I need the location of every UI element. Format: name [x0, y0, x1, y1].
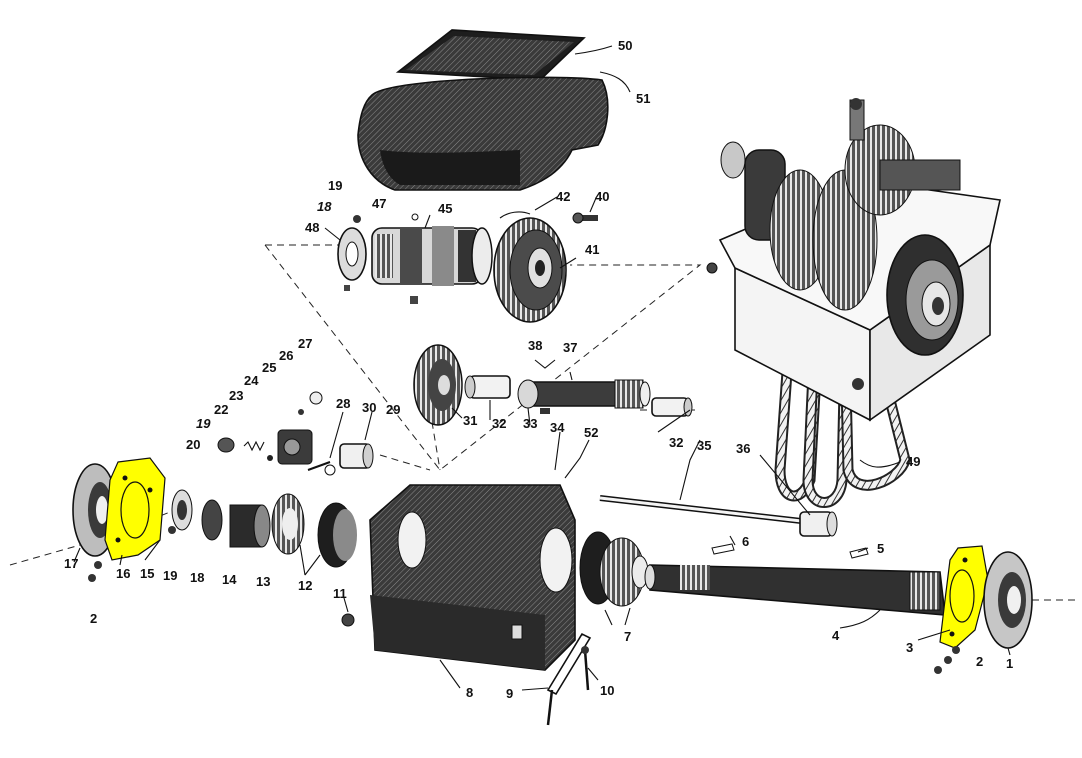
part-number-label: 36 [736, 441, 750, 456]
part-number-label: 19 [328, 178, 342, 193]
part-number-label: 31 [463, 413, 477, 428]
part-number-label: 41 [585, 242, 599, 257]
top-cover [357, 76, 609, 191]
part-number-label: 25 [262, 360, 276, 375]
shaft-35 [599, 495, 838, 537]
sleeve-29 [339, 443, 374, 469]
part-number-label: 50 [618, 38, 632, 53]
part-number-label: 51 [636, 91, 650, 106]
part-number-label: 14 [222, 572, 237, 587]
part-number-label: 17 [64, 556, 78, 571]
bearing-cap-1 [983, 551, 1033, 649]
part-number-label: 3 [906, 640, 913, 655]
small-parts-mid [534, 359, 573, 414]
part-number-label: 29 [386, 402, 400, 417]
bearing-7 [579, 531, 649, 607]
part-number-label: 18 [190, 570, 204, 585]
part-number-label: 12 [298, 578, 312, 593]
part-number-label: 40 [595, 189, 609, 204]
gear-31 [413, 344, 463, 426]
part-number-label: 22 [214, 402, 228, 417]
gear-41 [493, 217, 567, 323]
part-number-label: 13 [256, 574, 270, 589]
spacer-32-left [464, 375, 511, 399]
part-number-label: 48 [305, 220, 319, 235]
part-number-label: 11 [333, 586, 347, 601]
shifter-parts [217, 391, 336, 476]
part-number-label: 52 [584, 425, 598, 440]
part-number-label: 27 [298, 336, 312, 351]
part-number-label: 47 [372, 196, 386, 211]
part-number-label: 18 [317, 199, 332, 214]
part-number-label: 5 [877, 541, 884, 556]
part-number-label: 45 [438, 201, 452, 216]
plate-48 [337, 227, 367, 281]
part-number-label: 49 [906, 454, 920, 469]
part-number-label: 23 [229, 388, 243, 403]
gasket-3-highlighted [939, 545, 989, 649]
leader-lines [73, 45, 1011, 691]
part-number-label: 20 [186, 437, 200, 452]
part-number-label: 2 [976, 654, 983, 669]
part-number-label: 1 [1006, 656, 1013, 671]
part-number-label: 7 [624, 629, 631, 644]
part-number-label: 42 [556, 189, 570, 204]
part-number-label: 24 [244, 373, 259, 388]
part-number-label: 32 [492, 416, 506, 431]
strap-9-bolt-10 [546, 632, 592, 726]
part-number-label: 19 [196, 416, 211, 431]
keys-5-6 [711, 543, 869, 559]
gasket-16-highlighted [104, 457, 166, 561]
assembled-transmission [706, 98, 1001, 508]
main-case [341, 484, 576, 671]
part-number-label: 32 [669, 435, 683, 450]
part-number-label: 15 [140, 566, 154, 581]
shaft-33 [517, 379, 651, 409]
part-number-label: 9 [506, 686, 513, 701]
mainshaft-4 [644, 564, 946, 616]
part-number-label: 33 [523, 416, 537, 431]
top-cover-gasket [395, 29, 586, 81]
spacer-32-right [651, 397, 693, 417]
small-parts-upper [344, 211, 598, 304]
part-number-label: 19 [163, 568, 177, 583]
cluster-gear-47 [371, 226, 493, 286]
part-number-label: 2 [90, 611, 97, 626]
part-number-label: 35 [697, 438, 711, 453]
part-number-label: 28 [336, 396, 350, 411]
part-number-label: 4 [832, 628, 840, 643]
part-number-label: 30 [362, 400, 376, 415]
part-number-label: 6 [742, 534, 749, 549]
part-number-label: 10 [600, 683, 614, 698]
races-left [168, 489, 357, 568]
bolts [88, 561, 960, 674]
part-number-label: 16 [116, 566, 130, 581]
part-number-label: 26 [279, 348, 293, 363]
part-number-label: 37 [563, 340, 577, 355]
part-number-label: 38 [528, 338, 542, 353]
part-number-label: 8 [466, 685, 473, 700]
part-number-label: 34 [550, 420, 565, 435]
